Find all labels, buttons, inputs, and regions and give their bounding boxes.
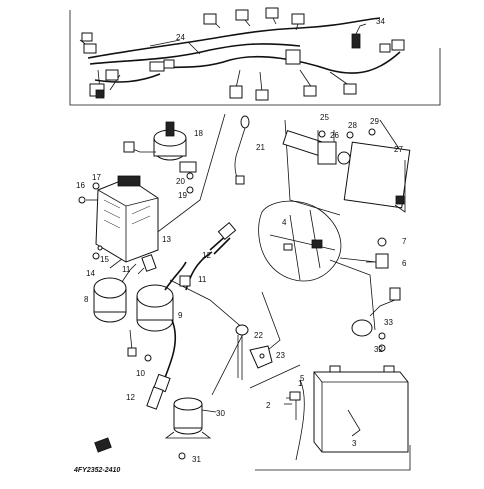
label-3: 3 [352,439,357,448]
label-19: 19 [178,191,187,200]
catalog-code: 4FY2352-2410 [73,467,120,474]
ignition-coils [93,261,191,410]
label-13: 13 [162,235,171,244]
label-12: 12 [202,251,211,260]
label-2: 2 [266,401,271,410]
label-22: 22 [254,331,263,340]
label-23: 23 [276,351,285,360]
label-11b: 11 [198,275,207,284]
label-27: 27 [394,145,403,154]
label-4: 4 [282,218,287,227]
label-33: 33 [384,318,393,327]
oil-sensor [351,287,401,337]
sensor-lead [234,115,250,185]
frame-outline [258,200,342,282]
label-15: 15 [100,255,109,264]
sender-unit [94,397,217,453]
label-20: 20 [176,177,185,186]
label-9: 9 [178,311,183,320]
neutral-switch [339,253,389,269]
label-32: 32 [374,345,383,354]
label-17: 17 [92,173,101,182]
layout-lines [109,113,411,471]
label-28: 28 [348,121,357,130]
label-16: 16 [76,181,85,190]
harness-bracket [69,10,441,106]
label-26: 26 [330,131,339,140]
part-callouts: 1 2 3 4 5 6 7 8 9 10 11 11 12 12 13 14 1… [76,17,407,464]
label-12b: 12 [126,393,135,402]
label-11: 11 [122,265,131,274]
label-34: 34 [376,17,385,26]
main-switch [123,121,197,173]
fasteners [78,130,387,460]
relay-unit [282,128,411,213]
side-stand-switch [235,324,273,380]
label-25: 25 [320,113,329,122]
label-7: 7 [402,237,407,246]
cdi-unit [86,175,159,263]
wire-harness-group [69,7,441,106]
label-6: 6 [402,259,407,268]
label-10: 10 [136,369,145,378]
label-31: 31 [192,455,201,464]
label-8: 8 [84,295,89,304]
battery [286,365,409,461]
label-5: 5 [300,374,305,383]
label-21: 21 [256,143,265,152]
label-14: 14 [86,269,95,278]
label-29: 29 [370,117,379,126]
label-1: 1 [298,379,303,388]
spark-plug-lead [137,221,237,291]
label-18: 18 [194,129,203,138]
label-24: 24 [176,33,185,42]
label-30: 30 [216,409,225,418]
